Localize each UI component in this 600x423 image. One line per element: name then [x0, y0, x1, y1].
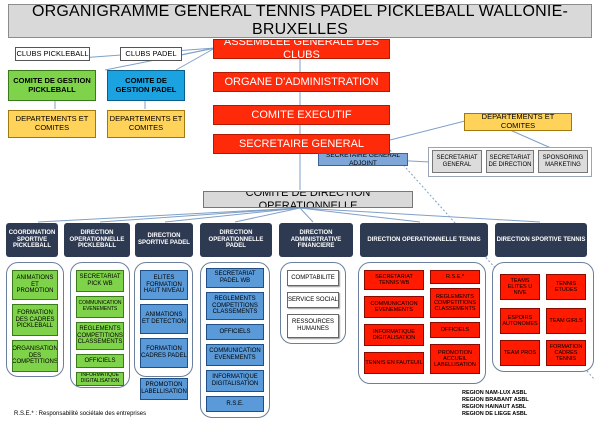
head-direction-sportive-padel: DIRECTION SPORTIVE PADEL: [135, 223, 193, 257]
item-service-social: SERVICE SOCIAL: [287, 292, 339, 308]
head-direction-op-padel: DIRECTION OPERATIONNELLE PADEL: [200, 223, 272, 257]
item-elites-formation: ELITES FORMATION HAUT NIVEAU: [140, 270, 188, 300]
item-rse-padel: R.S.E.: [206, 396, 264, 412]
item-informatique-padel: INFORMATIQUE DIGITALISATION: [206, 370, 264, 392]
comite-gestion-padel: COMITE DE GESTION PADEL: [107, 70, 185, 101]
region-list: REGION NAM-LUX ASBL REGION BRABANT ASBL …: [462, 390, 529, 418]
departements-comites-padel: DEPARTEMENTS ET COMITES: [107, 110, 185, 138]
assemblee-generale: ASSEMBLEE GENERALE DES CLUBS: [213, 39, 390, 59]
region-brabant: REGION BRABANT ASBL: [462, 396, 529, 403]
item-ressources-humaines: RESSOURCES HUMAINES: [287, 314, 339, 338]
clubs-padel-box: CLUBS PADEL: [120, 47, 182, 61]
region-liege: REGION DE LIEGE ASBL: [462, 410, 528, 417]
footnote: R.S.E.* : Responsabilité sociétale des e…: [14, 411, 147, 417]
secretariat-direction-box: SECRETARIAT DE DIRECTION: [486, 150, 534, 173]
page-title: ORGANIGRAMME GENERAL TENNIS PADEL PICKLE…: [8, 4, 592, 38]
item-secretariat-tennis-wb: SECRETARIAT TENNIS WB: [364, 270, 424, 290]
item-formation-cadres-padel: FORMATION CADRES PADEL: [140, 338, 188, 368]
item-secretariat-padel-wb: SECRETARIAT PADEL WB: [206, 268, 264, 288]
item-tennis-etudes: TENNIS ETUDES: [546, 274, 586, 300]
item-secretariat-pick-wb: SECRETARIAT PICK WB: [76, 270, 124, 292]
head-direction-op-pickleball: DIRECTION OPERATIONNELLE PICKLEBALL: [64, 223, 130, 257]
item-comptabilite: COMPTABILITE: [287, 270, 339, 286]
comite-gestion-pickleball: COMITE DE GESTION PICKLEBALL: [8, 70, 96, 101]
panel-direction-op-padel: [200, 262, 270, 418]
item-formation-cadres-pickleball: FORMATION DES CADRES PICKLEBALL: [12, 304, 58, 336]
clubs-pickleball-box: CLUBS PICKLEBALL: [15, 47, 90, 61]
item-reglements-tennis: REGLEMENTS COMPETITIONS CLASSEMENTS: [430, 288, 480, 318]
secretaire-general: SECRETAIRE GENERAL: [213, 134, 390, 154]
item-animations-promotion: ANIMATIONS ET PROMOTION: [12, 270, 58, 300]
item-organisation-competitions: ORGANISATION DES COMPETITIONS: [12, 340, 58, 372]
comite-executif: COMITE EXECUTIF: [213, 105, 390, 125]
sponsoring-marketing-box: SPONSORING MARKETING: [538, 150, 588, 173]
item-espoirs-autonomes: ESPOIRS AUTONOMES: [500, 308, 540, 334]
item-promotion-tennis: PROMOTION ACCUEIL LABELLISATION: [430, 344, 480, 374]
item-rse-tennis: R.S.E.*: [430, 270, 480, 284]
item-teams-elites: TEAMS ELITES U NIVE: [500, 274, 540, 300]
item-reglements-padel: REGLEMENTS COMPETITIONS CLASSEMENTS: [206, 292, 264, 320]
item-informatique-tennis: INFORMATIQUE DIGITALISATION: [364, 324, 424, 346]
head-direction-admin-financiere: DIRECTION ADMINISTRATIVE FINANCIERE: [279, 223, 353, 257]
head-direction-op-tennis: DIRECTION OPERATIONNELLE TENNIS: [360, 223, 488, 257]
departements-comites-right: DEPARTEMENTS ET COMITES: [464, 113, 572, 131]
secretaire-general-adjoint: SECRETAIRE GENERAL ADJOINT: [318, 153, 408, 166]
item-team-girls: TEAM GIRLS: [546, 308, 586, 334]
item-animations-detection: ANIMATIONS ET DETECTION: [140, 304, 188, 334]
departements-comites-pickleball: DEPARTEMENTS ET COMITES: [8, 110, 96, 138]
item-promotion-labellisation: PROMOTION LABELLISATION: [140, 378, 188, 400]
region-hainaut: REGION HAINAUT ASBL: [462, 403, 527, 410]
region-nam-lux: REGION NAM-LUX ASBL: [462, 390, 527, 396]
item-formation-cadres-tennis: FORMATION CADRES TENNIS: [546, 340, 586, 366]
item-communication-tennis: COMMUNICATION EVENEMENTS: [364, 296, 424, 318]
secretariat-general-box: SECRETARIAT GENERAL: [432, 150, 482, 173]
head-coordination-pickleball: COORDINATION SPORTIVE PICKLEBALL: [6, 223, 58, 257]
item-communication-padel: COMMUNICATION EVENEMENTS: [206, 344, 264, 366]
head-direction-sportive-tennis: DIRECTION SPORTIVE TENNIS: [495, 223, 587, 257]
item-informatique-pick: INFORMATIQUE DIGITALISATION: [76, 372, 124, 386]
item-officiels-pick: OFFICIELS: [76, 354, 124, 368]
item-communication-evenements-pick: COMMUNICATION EVENEMENTS: [76, 296, 124, 318]
item-tennis-fauteuil: TENNIS EN FAUTEUIL: [364, 352, 424, 374]
item-team-pros: TEAM PROS: [500, 340, 540, 366]
item-officiels-tennis: OFFICIELS: [430, 322, 480, 338]
organe-administration: ORGANE D'ADMINISTRATION: [213, 72, 390, 92]
item-reglements-pick: REGLEMENTS COMPETITIONS CLASSEMENTS: [76, 322, 124, 350]
item-officiels-padel: OFFICIELS: [206, 324, 264, 340]
comite-direction-operationnelle: COMITE DE DIRECTION OPERATIONNELLE: [203, 191, 413, 208]
